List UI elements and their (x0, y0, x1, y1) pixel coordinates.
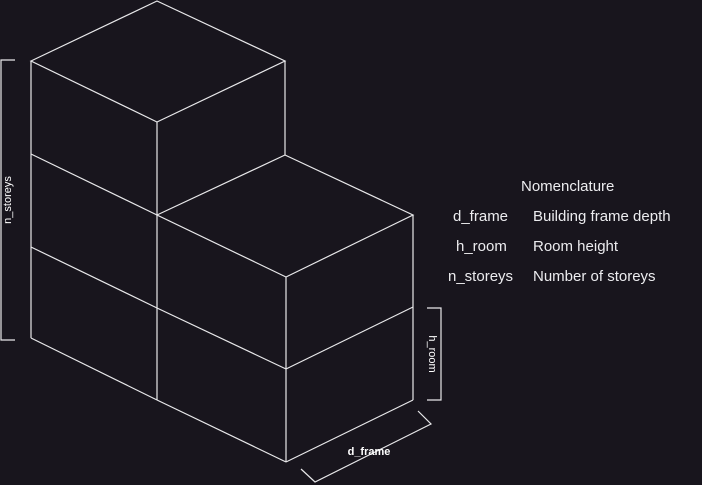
h-room-label: h_room (426, 335, 438, 372)
low-block-storey-line-right (285, 306, 414, 370)
tall-block (29, 0, 287, 401)
nomenclature-symbol: d_frame (453, 208, 509, 225)
nomenclature-title: Nomenclature (521, 178, 615, 195)
n-storeys-label: n_storeys (2, 176, 14, 224)
d-frame-dimension: d_frame (300, 410, 433, 483)
d-frame-label: d_frame (348, 446, 391, 458)
storey-line-1 (30, 153, 158, 216)
d-frame-bracket (300, 410, 433, 483)
low-block-storey-line-left (156, 307, 287, 370)
storey-line-2 (30, 246, 158, 309)
h-room-bracket (427, 307, 442, 401)
nomenclature-description: Building frame depth (533, 208, 671, 225)
tall-block-base-left (30, 337, 158, 401)
nomenclature-description: Number of storeys (533, 268, 656, 285)
nomenclature-symbol: h_room (456, 238, 507, 255)
low-block (155, 154, 415, 463)
n-storeys-bracket (0, 59, 15, 341)
tall-block-roof (29, 0, 287, 123)
nomenclature-description: Room height (533, 238, 619, 255)
low-block-base-right (285, 399, 414, 463)
nomenclature-symbol: n_storeys (448, 268, 514, 285)
low-block-roof (155, 154, 415, 278)
n-storeys-dimension: n_storeys (0, 59, 15, 341)
h-room-dimension: h_room (426, 307, 442, 401)
low-block-base-left (156, 399, 287, 463)
